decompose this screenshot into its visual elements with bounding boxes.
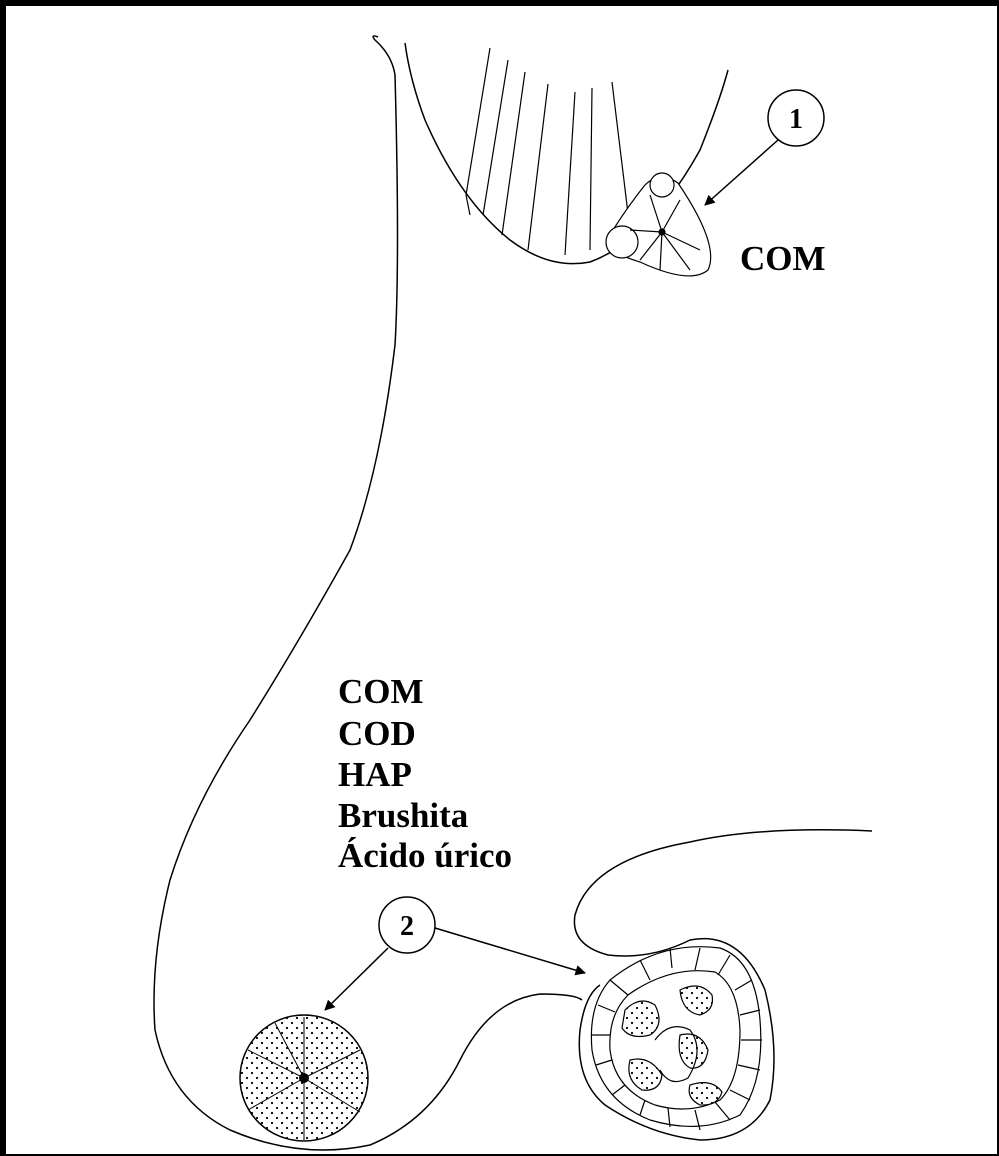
list-item-hap: HAP <box>338 755 412 794</box>
round-stone <box>240 1015 368 1141</box>
list-item-com: COM <box>338 672 424 711</box>
list-item-brushita: Brushita <box>338 796 468 835</box>
marker-1-label: 1 <box>789 104 803 135</box>
list-item-cod: COD <box>338 714 416 753</box>
marker-2 <box>325 897 585 1010</box>
com-stone <box>606 173 711 276</box>
composition-list: COM COD HAP Brushita Ácido úrico <box>338 672 512 875</box>
top-stone-label: COM <box>740 239 826 278</box>
papilla-hatching <box>466 48 630 255</box>
list-item-acido-urico: Ácido úrico <box>338 836 512 875</box>
marker-2-label: 2 <box>400 911 414 942</box>
kidney-outline <box>154 36 582 1150</box>
layered-stone <box>591 947 762 1130</box>
marker-1 <box>705 90 824 205</box>
